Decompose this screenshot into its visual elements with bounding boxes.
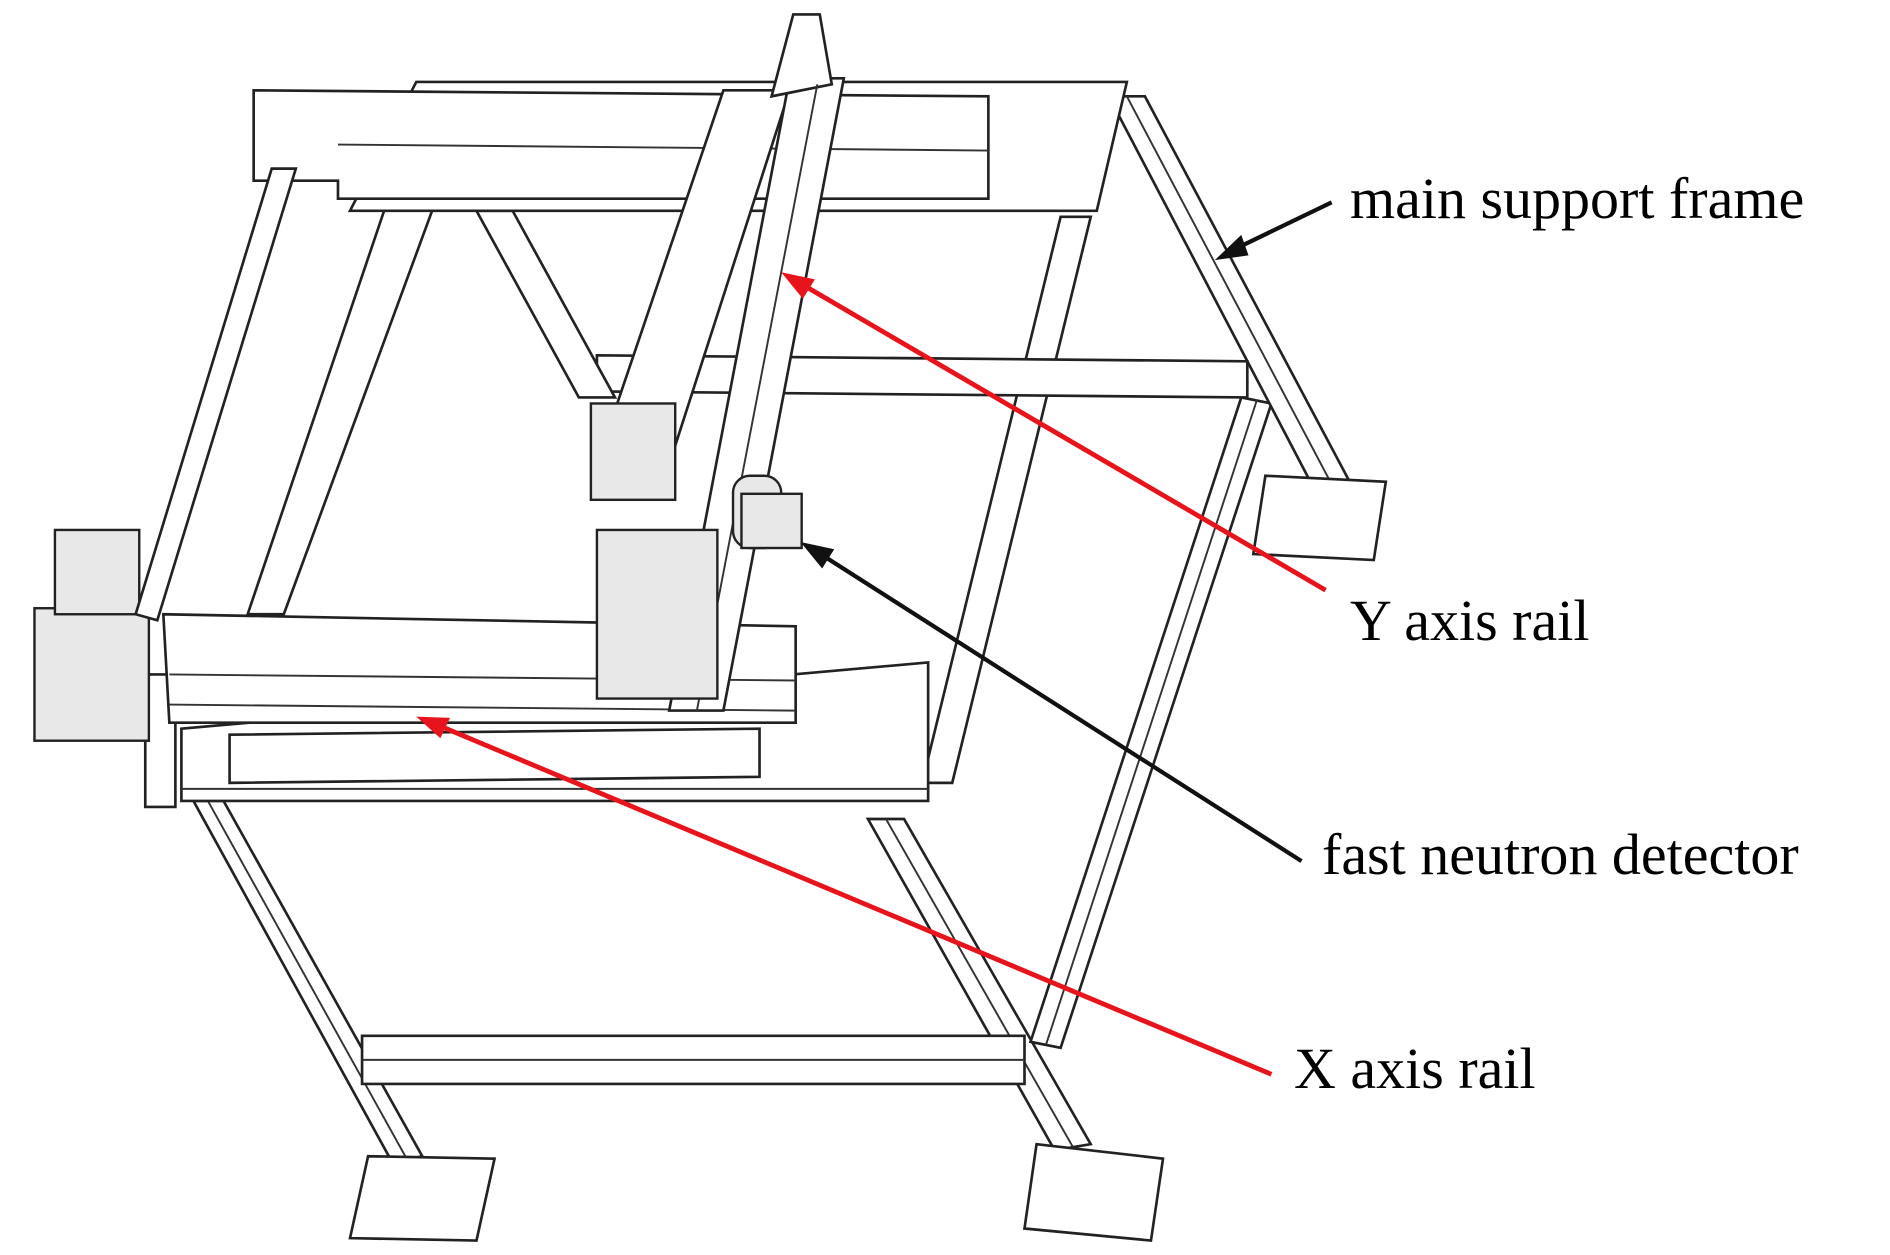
fast-neutron-detector-leader: [813, 548, 1303, 863]
label-x-axis-rail: X axis rail: [1294, 1036, 1536, 1101]
y-axis-rail-arrowhead: [781, 272, 815, 299]
x-axis-rail-arrowhead: [416, 716, 450, 739]
label-y-axis-rail: Y axis rail: [1350, 588, 1590, 653]
foot-plates: [348, 474, 1388, 1242]
x-axis-rail-leader: [430, 720, 1273, 1077]
fast-neutron-detector-drawing: [731, 474, 803, 550]
fast-neutron-detector-arrowhead: [800, 541, 835, 569]
label-fast-neutron-detector: fast neutron detector: [1322, 822, 1799, 887]
y-axis-rail-drawing: [589, 13, 846, 712]
label-main-support-frame: main support frame: [1350, 166, 1805, 231]
y-axis-rail-leader: [794, 278, 1327, 593]
main-support-frame-arrowhead: [1214, 234, 1249, 261]
